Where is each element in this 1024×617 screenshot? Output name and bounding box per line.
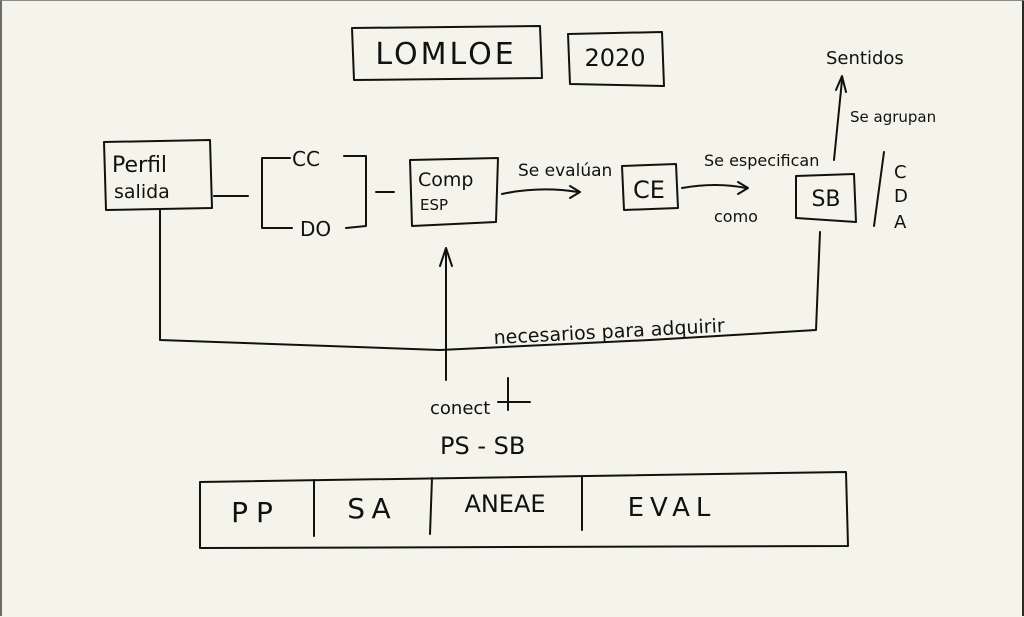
bottom-bar-dividers	[313, 475, 583, 537]
arrow-conect	[439, 247, 453, 381]
edge-se-agrupan: Se agrupan	[850, 108, 936, 126]
perfil-label-2: salida	[114, 181, 170, 203]
title-year: 2020	[584, 44, 645, 72]
bottom-bar-box	[199, 471, 849, 549]
edge-como: como	[714, 207, 758, 226]
ps-sb-label: PS - SB	[440, 432, 525, 460]
bar-item-eval: EVAL	[628, 493, 717, 523]
ce-box	[621, 163, 679, 211]
arrow-se-agrupan	[833, 75, 847, 161]
ce-label: CE	[633, 176, 665, 204]
edge-se-evaluan: Se evalúan	[518, 161, 612, 181]
comp-esp-box	[409, 157, 499, 227]
bar-item-pp: PP	[231, 496, 281, 529]
cda-a: A	[894, 212, 907, 233]
conect-label: conect	[430, 398, 490, 419]
arrow-se-evaluan	[501, 185, 581, 199]
comp-label-2: ESP	[420, 196, 448, 214]
conect-t-stroke	[497, 377, 531, 411]
loop-line	[159, 209, 821, 351]
sentidos-label: Sentidos	[826, 48, 904, 69]
title-box	[351, 25, 543, 81]
title-lomloe: LOMLOE	[375, 37, 516, 72]
perfil-label-1: Perfil	[112, 153, 167, 178]
do-label: DO	[300, 217, 331, 241]
cc-label: CC	[292, 147, 320, 171]
sb-box	[795, 173, 857, 223]
edge-se-especifican: Se especifican	[704, 151, 819, 170]
cc-do-bracket-left	[261, 157, 293, 229]
bar-item-aneae: ANEAE	[464, 490, 545, 518]
perfil-box	[103, 139, 213, 211]
sb-label: SB	[811, 187, 840, 212]
cda-c: C	[894, 162, 907, 183]
cda-d: D	[894, 186, 908, 207]
year-box	[567, 31, 665, 87]
bar-item-sa: SA	[347, 492, 396, 525]
cc-do-bracket-right	[343, 155, 367, 229]
arrow-se-especifican	[681, 181, 749, 195]
cda-bracket	[873, 151, 885, 227]
comp-label-1: Comp	[418, 169, 473, 191]
edge-necesarios: necesarios para adquirir	[493, 315, 725, 349]
